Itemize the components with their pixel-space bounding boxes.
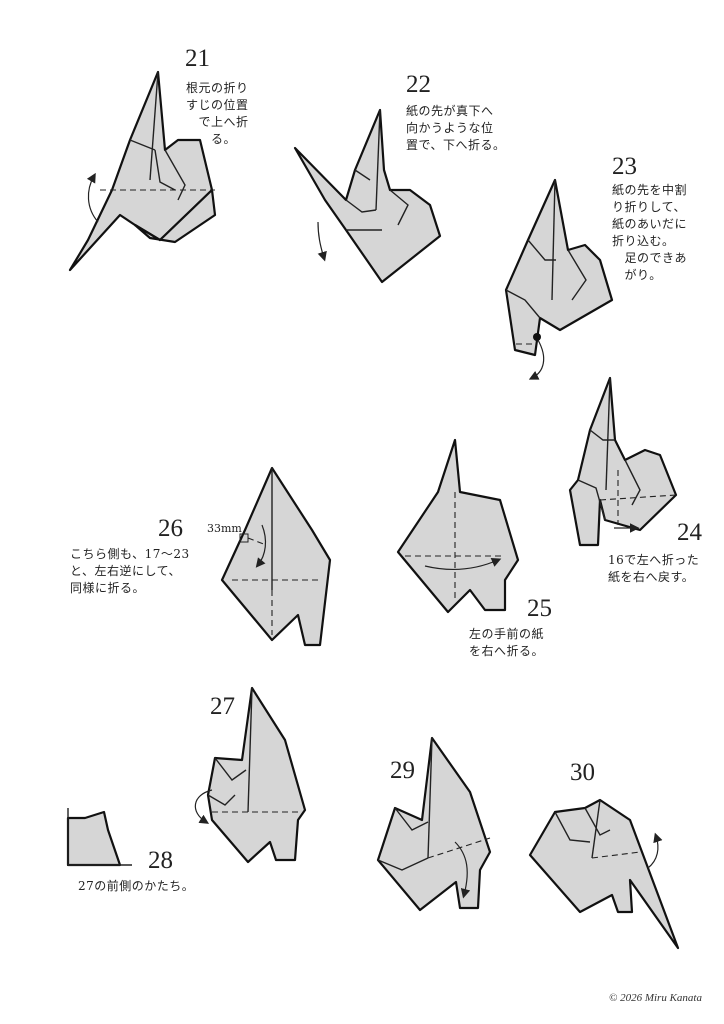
step-number-22: 22: [406, 71, 431, 98]
step-26-figure: [220, 466, 332, 647]
measure-label: 33mm: [207, 522, 242, 535]
step-23-caption: 紙の先を中割 り折りして、 紙のあいだに 折り込む。 足のできあ がり。: [612, 183, 688, 282]
step-24-figure: [568, 376, 678, 547]
step-number-29: 29: [390, 757, 415, 784]
step-21-caption: 根元の折り すじの位置 で上へ折 る。: [186, 81, 249, 146]
step-25-figure: [396, 438, 520, 614]
step-21-figure: [68, 70, 217, 272]
step-number-24: 24: [677, 519, 702, 546]
step-number-25: 25: [527, 595, 552, 622]
step-number-30: 30: [570, 759, 595, 786]
step-22-caption: 紙の先が真下へ 向かうような位 置で、下へ折る。: [406, 104, 506, 152]
step-29-figure: [376, 736, 492, 912]
step-28-caption: 27の前側のかたち。: [78, 879, 195, 893]
step-number-27: 27: [210, 693, 235, 720]
copyright-credit: © 2026 Miru Kanata: [608, 992, 702, 1004]
step-number-23: 23: [612, 153, 637, 180]
step-number-28: 28: [148, 847, 173, 874]
step-23-figure: [504, 178, 614, 380]
step-22-figure: [293, 108, 442, 284]
step-28-figure: [66, 808, 132, 867]
step-24-caption: 16で左へ折った 紙を右へ戻す。: [608, 553, 700, 584]
step-number-26: 26: [158, 515, 183, 542]
step-number-21: 21: [185, 45, 210, 72]
step-25-caption: 左の手前の紙 を右へ折る。: [469, 627, 545, 658]
step-30-figure: [528, 798, 680, 950]
step-26-caption: こちら側も、17〜23 と、左右逆にして、 同様に折る。: [70, 547, 190, 595]
step-27-figure: [194, 686, 307, 864]
